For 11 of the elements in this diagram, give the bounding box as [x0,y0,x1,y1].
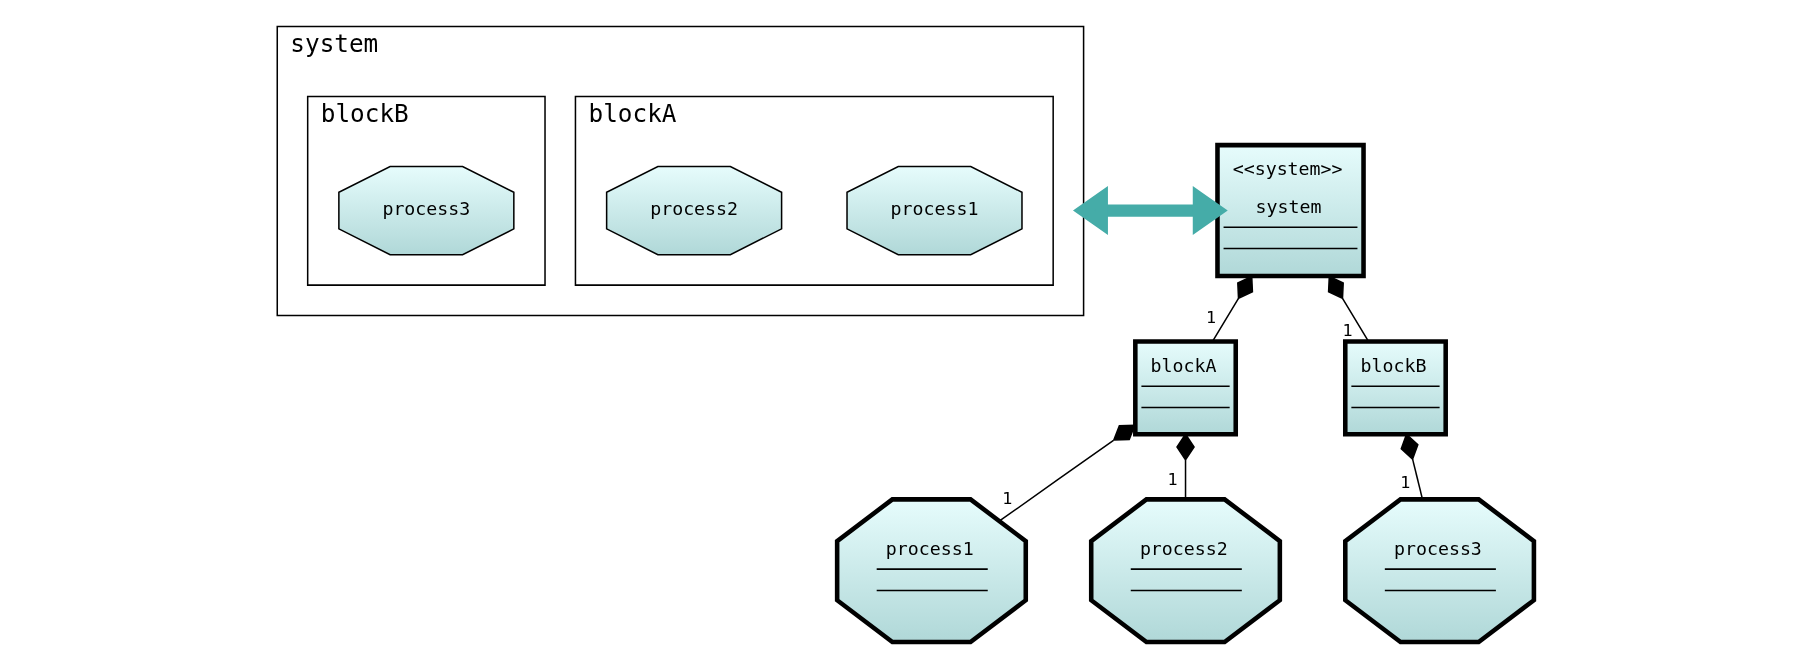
edge-label: 1 [1166,468,1177,489]
edge-label: 1 [1205,306,1216,327]
node-box: blockB [1342,339,1448,437]
node-box: <<system>> system [1214,142,1366,279]
edge-label: 1 [1399,472,1410,493]
arrow [1072,186,1228,236]
edge-label: 1 [1341,320,1352,341]
connector [998,424,1136,522]
connector [1211,275,1253,342]
node-box: blockA [1132,339,1238,437]
connector [1327,275,1369,342]
